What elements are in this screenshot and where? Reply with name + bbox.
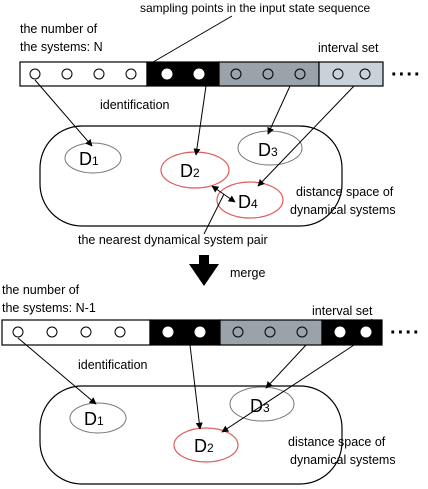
sequence-ellipsis: ···· (391, 64, 422, 86)
identification-label: identification (100, 98, 170, 112)
distance-space-label-line2: dynamical systems (290, 453, 396, 467)
distance-space-label-line2: dynamical systems (290, 203, 396, 217)
filled-block (321, 319, 383, 346)
top-sequence-bar (19, 61, 384, 87)
svg-text:D1: D1 (79, 149, 99, 169)
node-d2: D2 (173, 427, 239, 463)
distance-space-label-line1: distance space of (288, 435, 386, 449)
identification-arrow-d1 (34, 79, 93, 147)
node-d3: D3 (237, 130, 303, 166)
sampling-point (29, 68, 41, 80)
svg-text:D2: D2 (180, 161, 200, 181)
filled-block (146, 61, 220, 87)
sampling-point (360, 326, 372, 338)
node-d4: D4 (216, 181, 284, 219)
distance-space-region (39, 125, 343, 227)
identification-arrow-d3 (265, 344, 307, 389)
sampling-points-label: sampling points in the input state seque… (140, 1, 370, 15)
sampling-point (232, 326, 244, 338)
distance-space-label-line1: distance space of (296, 185, 394, 199)
sampling-point (334, 326, 346, 338)
node-d1: D1 (64, 142, 122, 174)
sampling-point (294, 68, 306, 80)
identification-label: identification (78, 358, 148, 372)
systems-count-label-line2: the systems: N (20, 40, 103, 54)
systems-count-label-line2: the systems: N-1 (2, 301, 96, 315)
systems-count-label-line1: the number of (20, 22, 98, 36)
sampling-point (162, 326, 174, 338)
sampling-point (114, 326, 126, 338)
systems-count-label-line1: the number of (2, 283, 80, 297)
identification-arrow-d3 (267, 85, 291, 135)
merge-arrow (189, 255, 219, 286)
sampling-point (264, 326, 276, 338)
svg-text:D1: D1 (84, 409, 104, 429)
sequence-ellipsis: ···· (390, 322, 421, 344)
identification-arrow-d2 (189, 344, 203, 430)
sampling-point (46, 326, 58, 338)
sampling-point (61, 68, 73, 80)
sampling-point (12, 326, 24, 338)
sampling-point (161, 68, 173, 80)
nearest-pair-pointer (203, 193, 225, 235)
open-block (1, 319, 151, 346)
interval-set-label: interval set (312, 304, 373, 318)
interval-set-label: interval set (318, 41, 379, 55)
identification-arrow-d2 (193, 85, 207, 156)
svg-text:D2: D2 (194, 436, 214, 456)
sampling-point (332, 68, 344, 80)
sampling-point (80, 326, 92, 338)
svg-text:D3: D3 (258, 140, 278, 160)
node-d1: D1 (69, 402, 127, 434)
sampling-point (193, 68, 205, 80)
node-d2: D2 (160, 151, 230, 189)
identification-arrow-d1 (17, 337, 97, 405)
identification-arrow-d2-merged (221, 344, 355, 433)
sampling-point (93, 68, 105, 80)
bottom-sequence-bar (1, 319, 383, 346)
sampling-point (296, 326, 308, 338)
merge-label: merge (230, 266, 265, 280)
identification-arrow-d4 (257, 85, 355, 187)
distance-space-region (39, 385, 343, 485)
sampling-point (194, 326, 206, 338)
sampling-point (359, 68, 371, 80)
sampling-point (230, 68, 242, 80)
sampling-point (125, 68, 137, 80)
sampling-point (262, 68, 274, 80)
filled-block (149, 319, 221, 346)
light-block (318, 61, 384, 87)
node-d3: D3 (229, 386, 295, 422)
nearest-pair-label: the nearest dynamical system pair (78, 233, 268, 247)
svg-text:D4: D4 (238, 192, 258, 212)
